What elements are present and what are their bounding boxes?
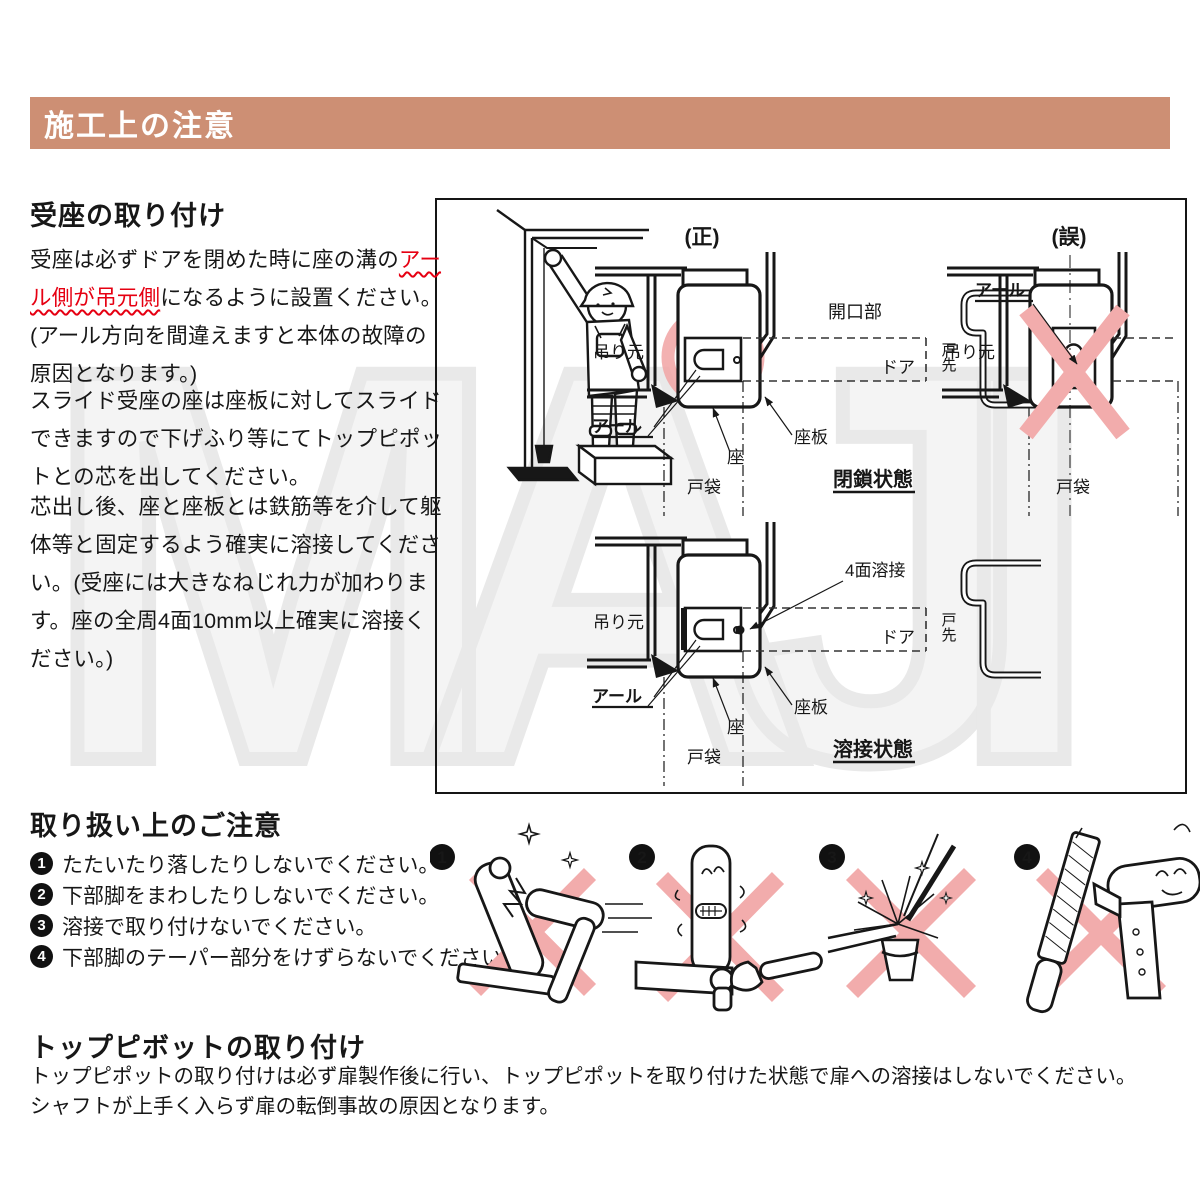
installation-diagram: 吊り元 アール 座 座板 戸袋 ドア 戸先 (496, 209, 1179, 787)
handling-item-2: 2 下部脚をまわしたりしないでください。 (30, 879, 523, 910)
caution-illustrations: 1 2 (429, 812, 1200, 1022)
label-opening: 開口部 (828, 302, 882, 322)
installation-diagram-box: 吊り元 アール 座 座板 戸袋 ドア 戸先 (435, 198, 1187, 794)
figure-1-number: 1 (437, 848, 446, 867)
item-3-number: 3 (30, 914, 53, 937)
caution-figure-2: 2 (629, 844, 823, 1012)
item-1-text: たたいたり落したりしないでください。 (62, 853, 440, 877)
banner-title: 施工上の注意 (44, 110, 236, 143)
item-4-text: 下部脚のテーパー部分をけずらないでください。 (62, 946, 524, 970)
mounting-paragraph-3: 芯出し後、座と座板とは鉄筋等を介して躯体等と固定するよう確実に溶接してください。… (30, 495, 442, 671)
figure-2-number: 2 (637, 848, 646, 867)
item-2-number: 2 (30, 883, 53, 906)
handling-list: 1 たたいたり落したりしないでください。 2 下部脚をまわしたりしないでください… (30, 848, 523, 972)
label-weld-state: 溶接状態 (833, 737, 913, 761)
caution-figure-3: 3 (819, 833, 977, 999)
mounting-paragraph-1: 受座は必ずドアを閉めた時に座の溝のアール側が吊元側になるように設置ください。 (… (30, 241, 444, 393)
caution-figure-1: 1 (429, 824, 652, 1004)
wrong-title: (誤) (1052, 225, 1087, 249)
caution-figure-4: 4 (1014, 823, 1200, 1014)
figure-4-number: 4 (1022, 848, 1032, 867)
label-weld-4sides: 4面溶接 (845, 561, 905, 580)
correct-title: (正) (685, 226, 720, 249)
item-2-text: 下部脚をまわしたりしないでください。 (62, 884, 440, 908)
item-1-number: 1 (30, 852, 53, 875)
worker-illustration (496, 209, 675, 487)
item-3-text: 溶接で取り付けないでください。 (62, 915, 377, 939)
weld-bead (681, 608, 687, 650)
p1-after: になるように設置ください。 (160, 286, 443, 310)
handling-item-1: 1 たたいたり落したりしないでください。 (30, 848, 523, 879)
p1-before: 受座は必ずドアを閉めた時に座の溝の (30, 248, 399, 272)
wrong-diagram: (誤) アール 吊り元 戸袋 (942, 225, 1179, 516)
mounting-paragraph-2: スライド受座の座は座板に対してスライドできますので下げふり等にてトップピポットと… (30, 389, 443, 489)
p1-red-phrase: アール側が吊元側 (30, 248, 442, 310)
handling-item-3: 3 溶接で取り付けないでください。 (30, 910, 523, 941)
label-radius-wrong: アール (975, 281, 1025, 300)
label-door-pocket-wrong: 戸袋 (1056, 478, 1090, 497)
watermark: MAJI (33, 252, 1109, 878)
pivot-line-1: トップピポットの取り付けは必ず扉製作後に行い、トップピポットを取り付けた状態で扉… (30, 1065, 1137, 1088)
pivot-line-2: シャフトが上手く入らず扉の転倒事故の原因となります。 (30, 1095, 560, 1118)
handling-item-4: 4 下部脚のテーパー部分をけずらないでください。 (30, 941, 523, 972)
handling-heading: 取り扱い上のご注意 (30, 811, 282, 841)
figure-3-number: 3 (827, 848, 836, 867)
label-closed-state: 閉鎖状態 (833, 467, 913, 491)
item-4-number: 4 (30, 945, 53, 968)
label-hanging-side-wrong: 吊り元 (944, 343, 995, 362)
pivot-heading: トップピボットの取り付け (30, 1033, 366, 1063)
p1-note: (アール方向を間違えますと本体の故障の原因となります。) (30, 324, 427, 386)
mounting-heading: 受座の取り付け (30, 201, 226, 231)
section-banner: 施工上の注意 (30, 97, 1170, 149)
